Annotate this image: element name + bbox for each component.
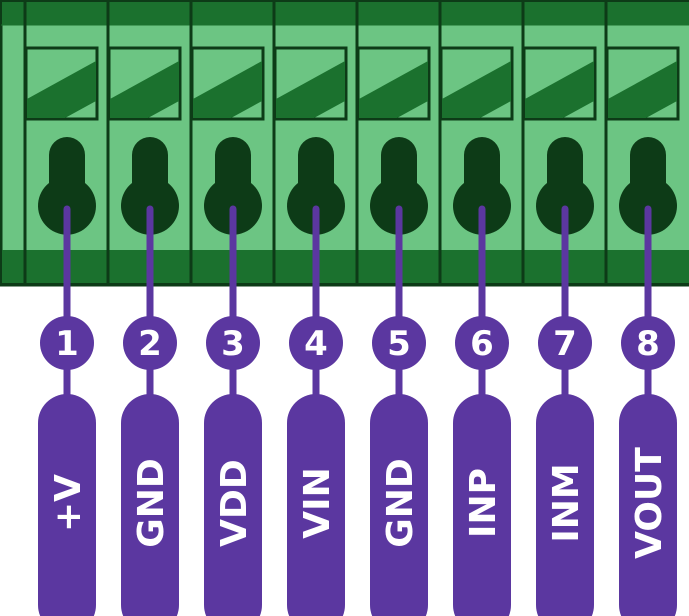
pin-number-badge bbox=[289, 316, 343, 370]
pin-number-badge bbox=[621, 316, 675, 370]
screw-slot bbox=[193, 61, 262, 118]
wire-hole-icon bbox=[619, 137, 677, 235]
screw-slot bbox=[110, 61, 179, 118]
pin-number-badge bbox=[538, 316, 592, 370]
pin-number: 1 bbox=[55, 324, 79, 364]
pin-number: 4 bbox=[304, 324, 328, 364]
wire-hole-icon bbox=[38, 137, 96, 235]
wire-hole-icon bbox=[121, 137, 179, 235]
pin-number-badge bbox=[123, 316, 177, 370]
pin-label: INP bbox=[463, 468, 504, 538]
wire-hole-icon bbox=[204, 137, 262, 235]
pin-number-badge bbox=[455, 316, 509, 370]
pin-label-pill bbox=[536, 394, 594, 616]
pin-1: 1 +V bbox=[23, 2, 99, 616]
screw-slot bbox=[525, 61, 594, 118]
terminal-block bbox=[0, 0, 689, 287]
screw-slot bbox=[359, 61, 428, 118]
pin-label-pill bbox=[287, 394, 345, 616]
screw-slot bbox=[442, 61, 511, 118]
screw-slot bbox=[608, 61, 677, 118]
pin-number: 2 bbox=[138, 324, 162, 364]
bottom-band bbox=[2, 250, 689, 284]
pin-number-badge bbox=[372, 316, 426, 370]
pin-label: GND bbox=[380, 458, 421, 548]
pin-label: VIN bbox=[297, 467, 338, 538]
pin-label: VOUT bbox=[629, 447, 670, 559]
pin-label-pill bbox=[121, 394, 179, 616]
pin-number: 3 bbox=[221, 324, 245, 364]
pin-label: +V bbox=[48, 474, 89, 532]
wire-hole-icon bbox=[536, 137, 594, 235]
pin-label: VDD bbox=[214, 459, 255, 547]
wire-hole-icon bbox=[453, 137, 511, 235]
block-body bbox=[0, 0, 689, 287]
pin-number: 8 bbox=[636, 324, 660, 364]
screw-slot bbox=[276, 61, 345, 118]
pin-label-pill bbox=[453, 394, 511, 616]
pin-label-pill bbox=[370, 394, 428, 616]
pin-label-pill bbox=[38, 394, 96, 616]
pin-number: 6 bbox=[470, 324, 494, 364]
pin-number: 7 bbox=[553, 324, 577, 364]
wire-hole-icon bbox=[287, 137, 345, 235]
wire-hole-icon bbox=[370, 137, 428, 235]
pin-label-pill bbox=[619, 394, 677, 616]
screw-slot bbox=[27, 61, 96, 118]
pin-label: INM bbox=[546, 463, 587, 542]
pin-number-badge bbox=[40, 316, 94, 370]
top-band bbox=[2, 2, 689, 25]
pin-number-badge bbox=[206, 316, 260, 370]
pin-label-pill bbox=[204, 394, 262, 616]
pin-label: GND bbox=[131, 458, 172, 548]
pin-number: 5 bbox=[387, 324, 411, 364]
